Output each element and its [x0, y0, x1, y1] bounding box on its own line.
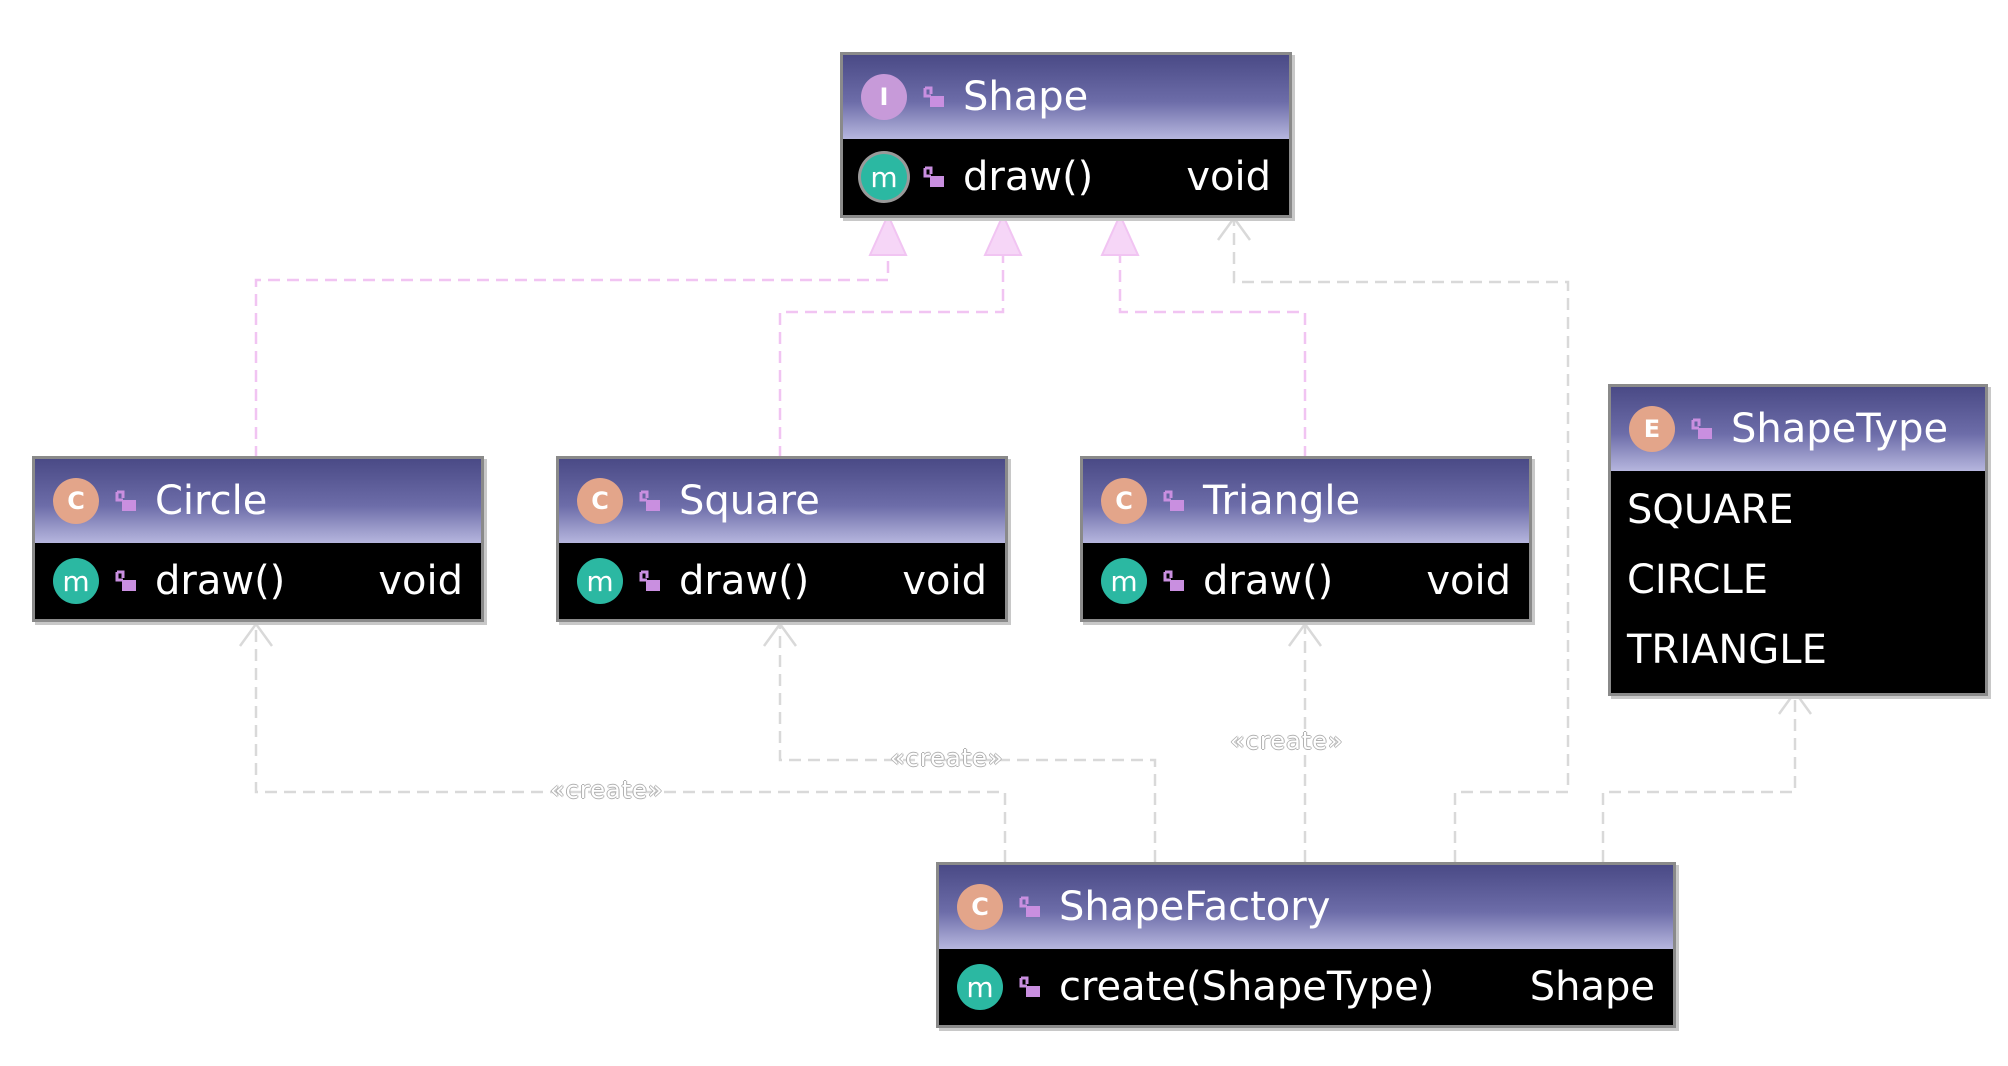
method-icon: m: [1101, 558, 1147, 604]
public-visibility-icon: [115, 570, 136, 591]
create-label-square: «create»: [890, 744, 1004, 772]
public-visibility-icon: [1019, 976, 1040, 997]
create-label-triangle: «create»: [1230, 727, 1344, 755]
method-return-type: void: [1186, 154, 1271, 200]
public-visibility-icon: [923, 166, 944, 187]
shape-interface-node[interactable]: I Shape m draw() void: [840, 52, 1292, 218]
shapefactory-class-node[interactable]: C ShapeFactory m create(ShapeType) Shape: [936, 862, 1676, 1028]
triangle-class-node[interactable]: C Triangle m draw() void: [1080, 456, 1532, 622]
node-title: Circle: [155, 478, 268, 524]
arrow-open-circle: [238, 621, 274, 647]
public-visibility-icon: [1163, 490, 1184, 511]
method-icon: m: [957, 964, 1003, 1010]
node-title: Triangle: [1203, 478, 1361, 524]
enum-constant[interactable]: SQUARE: [1627, 487, 1794, 533]
create-label-circle: «create»: [550, 776, 664, 804]
class-icon: C: [957, 884, 1003, 930]
method-name: draw(): [963, 154, 1094, 200]
method-name: draw(): [679, 558, 810, 604]
method-row[interactable]: m draw() void: [559, 543, 1005, 619]
edge-square-implements-shape: [778, 255, 1005, 458]
arrowhead-square-shape: [983, 212, 1023, 256]
public-visibility-icon: [1163, 570, 1184, 591]
shapetype-enum-node[interactable]: E ShapeType SQUARE CIRCLE TRIANGLE: [1608, 384, 1988, 696]
method-icon: m: [577, 558, 623, 604]
class-icon: C: [577, 478, 623, 524]
edge-factory-creates-circle: [254, 624, 1007, 862]
edge-factory-uses-shapetype: [1601, 692, 1797, 862]
class-icon: C: [53, 478, 99, 524]
public-visibility-icon: [923, 86, 944, 107]
arrowhead-circle-shape: [868, 212, 908, 256]
node-title: Shape: [963, 74, 1089, 120]
public-visibility-icon: [1691, 418, 1712, 439]
method-return-type: void: [1426, 558, 1511, 604]
enum-icon: E: [1629, 406, 1675, 452]
class-icon: C: [1101, 478, 1147, 524]
shapefactory-header: C ShapeFactory: [939, 865, 1673, 949]
method-name: draw(): [155, 558, 286, 604]
circle-class-node[interactable]: C Circle m draw() void: [32, 456, 484, 622]
edge-factory-uses-shape: [1232, 218, 1570, 862]
method-name: draw(): [1203, 558, 1334, 604]
circle-header: C Circle: [35, 459, 481, 543]
arrow-open-shape: [1216, 215, 1252, 241]
method-row[interactable]: m draw() void: [843, 139, 1289, 215]
interface-icon: I: [861, 74, 907, 120]
node-title: Square: [679, 478, 820, 524]
public-visibility-icon: [115, 490, 136, 511]
arrowhead-triangle-shape: [1100, 212, 1140, 256]
arrow-open-triangle: [1287, 621, 1323, 647]
triangle-header: C Triangle: [1083, 459, 1529, 543]
public-visibility-icon: [639, 490, 660, 511]
enum-constant[interactable]: TRIANGLE: [1627, 627, 1827, 673]
edge-triangle-implements-shape: [1118, 255, 1307, 458]
method-row[interactable]: m draw() void: [35, 543, 481, 619]
public-visibility-icon: [639, 570, 660, 591]
method-row[interactable]: m create(ShapeType) Shape: [939, 949, 1673, 1025]
method-return-type: void: [902, 558, 987, 604]
shape-header: I Shape: [843, 55, 1289, 139]
method-return-type: Shape: [1529, 964, 1655, 1010]
method-return-type: void: [378, 558, 463, 604]
node-title: ShapeType: [1731, 406, 1949, 452]
edge-circle-implements-shape: [254, 255, 890, 458]
square-header: C Square: [559, 459, 1005, 543]
method-icon: m: [53, 558, 99, 604]
method-icon: m: [861, 154, 907, 200]
edge-factory-creates-square: [778, 624, 1157, 862]
arrow-open-square: [762, 621, 798, 647]
shapetype-header: E ShapeType: [1611, 387, 1985, 471]
method-row[interactable]: m draw() void: [1083, 543, 1529, 619]
node-title: ShapeFactory: [1059, 884, 1331, 930]
public-visibility-icon: [1019, 896, 1040, 917]
enum-constant[interactable]: CIRCLE: [1627, 557, 1769, 603]
method-name: create(ShapeType): [1059, 964, 1435, 1010]
square-class-node[interactable]: C Square m draw() void: [556, 456, 1008, 622]
